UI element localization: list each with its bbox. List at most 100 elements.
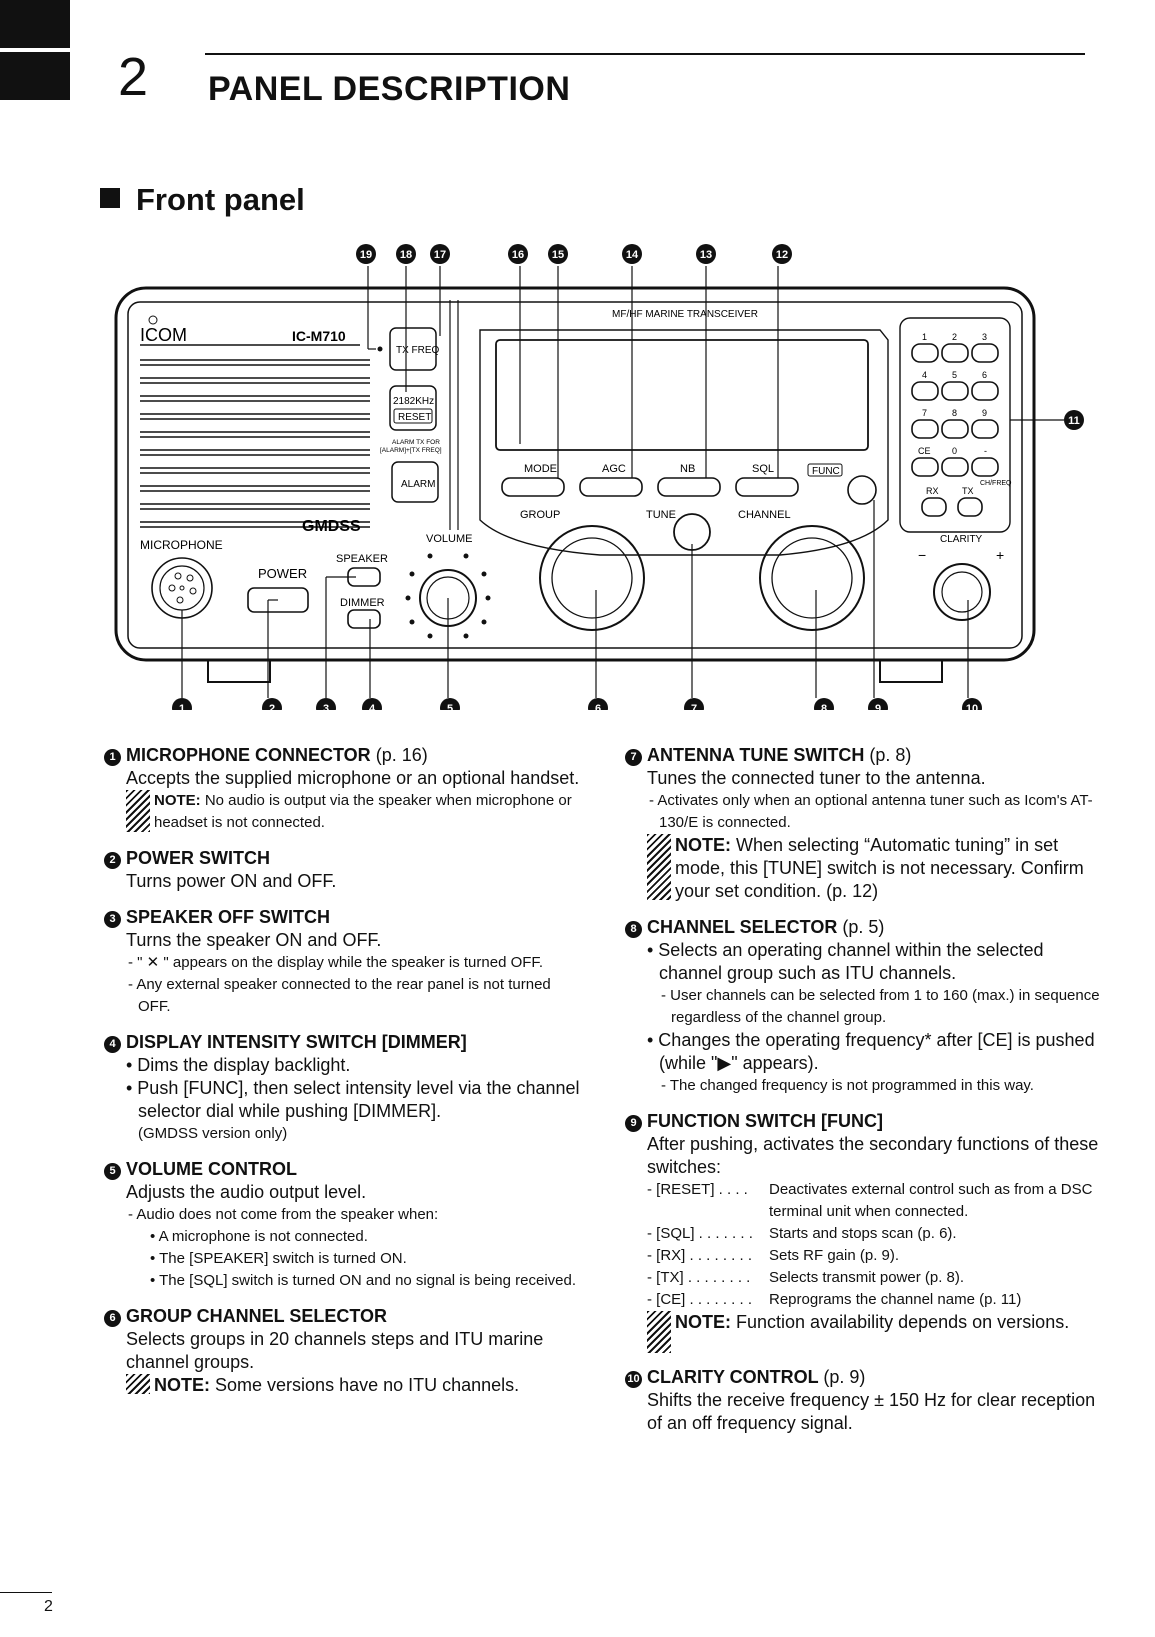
channel-selector-knob <box>759 525 865 631</box>
svg-text:POWER: POWER <box>258 566 307 581</box>
front-panel-diagram: ICOM IC-M710 TX FREQ 2182KHz RESET ALARM… <box>114 244 1084 710</box>
lcd-display <box>495 339 869 451</box>
svg-text:6: 6 <box>595 703 601 710</box>
keypad-keys <box>911 343 999 517</box>
model-label: IC-M710 <box>292 328 346 344</box>
svg-text:TUNE: TUNE <box>646 509 676 521</box>
svg-text:FUNC: FUNC <box>812 466 840 477</box>
svg-text:6: 6 <box>982 370 987 380</box>
svg-text:−: − <box>918 547 926 563</box>
function-row: - [SQL] . . . . . . .Starts and stops sc… <box>647 1225 957 1242</box>
svg-text:[ALARM]+[TX FREQ]: [ALARM]+[TX FREQ] <box>380 447 442 454</box>
svg-text:9: 9 <box>875 703 881 710</box>
item-number-badge: 4 <box>104 1036 121 1053</box>
svg-text:NB: NB <box>680 463 695 475</box>
svg-text:TX: TX <box>962 486 974 496</box>
case-outline <box>114 286 1036 662</box>
svg-text:ALARM: ALARM <box>401 479 435 490</box>
callouts-top: 19 18 17 16 15 14 13 12 <box>356 244 792 264</box>
svg-text:7: 7 <box>691 703 697 710</box>
note-hatch-icon <box>126 1374 150 1394</box>
item-number-badge: 7 <box>625 749 642 766</box>
item-number-badge: 2 <box>104 852 121 869</box>
svg-text:VOLUME: VOLUME <box>426 533 472 545</box>
svg-text:MICROPHONE: MICROPHONE <box>140 538 223 552</box>
note: NOTE: Some versions have no ITU channels… <box>126 1374 582 1397</box>
svg-text:4: 4 <box>922 370 927 380</box>
svg-text:-: - <box>984 446 987 456</box>
mode-button <box>501 477 565 497</box>
brand-logo: ICOM <box>140 325 187 345</box>
svg-text:+: + <box>996 547 1004 563</box>
front-face <box>127 301 1023 649</box>
note: NOTE: Function availability depends on v… <box>647 1311 1101 1353</box>
svg-text:12: 12 <box>776 249 788 261</box>
svg-text:14: 14 <box>626 249 639 261</box>
svg-text:RESET: RESET <box>398 412 431 423</box>
note-hatch-icon <box>647 1311 671 1353</box>
function-row: - [CE] . . . . . . . .Reprograms the cha… <box>647 1291 1022 1308</box>
chapter-tab-marks <box>0 0 70 100</box>
speaker-grill <box>140 359 370 528</box>
keypad-panel <box>899 317 1011 533</box>
alarm-button <box>391 461 439 503</box>
section-square-icon <box>100 188 120 208</box>
item-number-badge: 10 <box>625 1371 642 1388</box>
svg-text:CH/FREQ: CH/FREQ <box>980 480 1012 487</box>
svg-text:8: 8 <box>821 703 827 710</box>
function-row: - [TX] . . . . . . . .Selects transmit p… <box>647 1269 965 1286</box>
item-number-badge: 5 <box>104 1163 121 1180</box>
svg-text:MODE: MODE <box>524 463 557 475</box>
func-button <box>847 475 877 505</box>
group-selector-knob <box>539 525 645 631</box>
distress-khz-button <box>389 385 437 431</box>
item-number-badge: 3 <box>104 911 121 928</box>
svg-text:1: 1 <box>179 703 185 710</box>
svg-text:CE: CE <box>918 446 931 456</box>
svg-text:SPEAKER: SPEAKER <box>336 553 388 565</box>
svg-text:10: 10 <box>966 703 978 710</box>
foot-left <box>207 660 271 683</box>
svg-text:18: 18 <box>400 249 412 261</box>
function-row: - [RESET] . . . .Deactivates external co… <box>647 1181 1093 1220</box>
item-number-badge: 1 <box>104 749 121 766</box>
svg-text:2: 2 <box>269 703 275 710</box>
svg-text:2: 2 <box>952 332 957 342</box>
svg-text:7: 7 <box>922 408 927 418</box>
function-row: - [RX] . . . . . . . .Sets RF gain (p. 9… <box>647 1247 900 1264</box>
chapter-title: PANEL DESCRIPTION <box>208 70 571 108</box>
svg-text:DIMMER: DIMMER <box>340 597 385 609</box>
svg-text:16: 16 <box>512 249 524 261</box>
item-number-badge: 8 <box>625 921 642 938</box>
sql-button <box>735 477 799 497</box>
clarity-knob <box>933 563 991 621</box>
svg-text:CHANNEL: CHANNEL <box>738 509 791 521</box>
svg-text:0: 0 <box>952 446 957 456</box>
note-hatch-icon <box>647 834 671 900</box>
chapter-number: 2 <box>118 47 149 107</box>
power-button <box>247 587 309 613</box>
callout-right: 11 <box>1064 410 1084 430</box>
item-number-badge: 9 <box>625 1115 642 1132</box>
agc-button <box>579 477 643 497</box>
note: NOTE: When selecting “Automatic tuning” … <box>647 834 1101 903</box>
svg-text:13: 13 <box>700 249 712 261</box>
microphone-connector <box>151 557 213 619</box>
nb-button <box>657 477 721 497</box>
page-number: 2 <box>44 1598 53 1615</box>
svg-text:3: 3 <box>982 332 987 342</box>
svg-text:4: 4 <box>369 703 376 710</box>
note: NOTE: No audio is output via the speaker… <box>126 790 582 834</box>
svg-text:8: 8 <box>952 408 957 418</box>
svg-text:11: 11 <box>1068 415 1080 427</box>
svg-text:5: 5 <box>447 703 453 710</box>
